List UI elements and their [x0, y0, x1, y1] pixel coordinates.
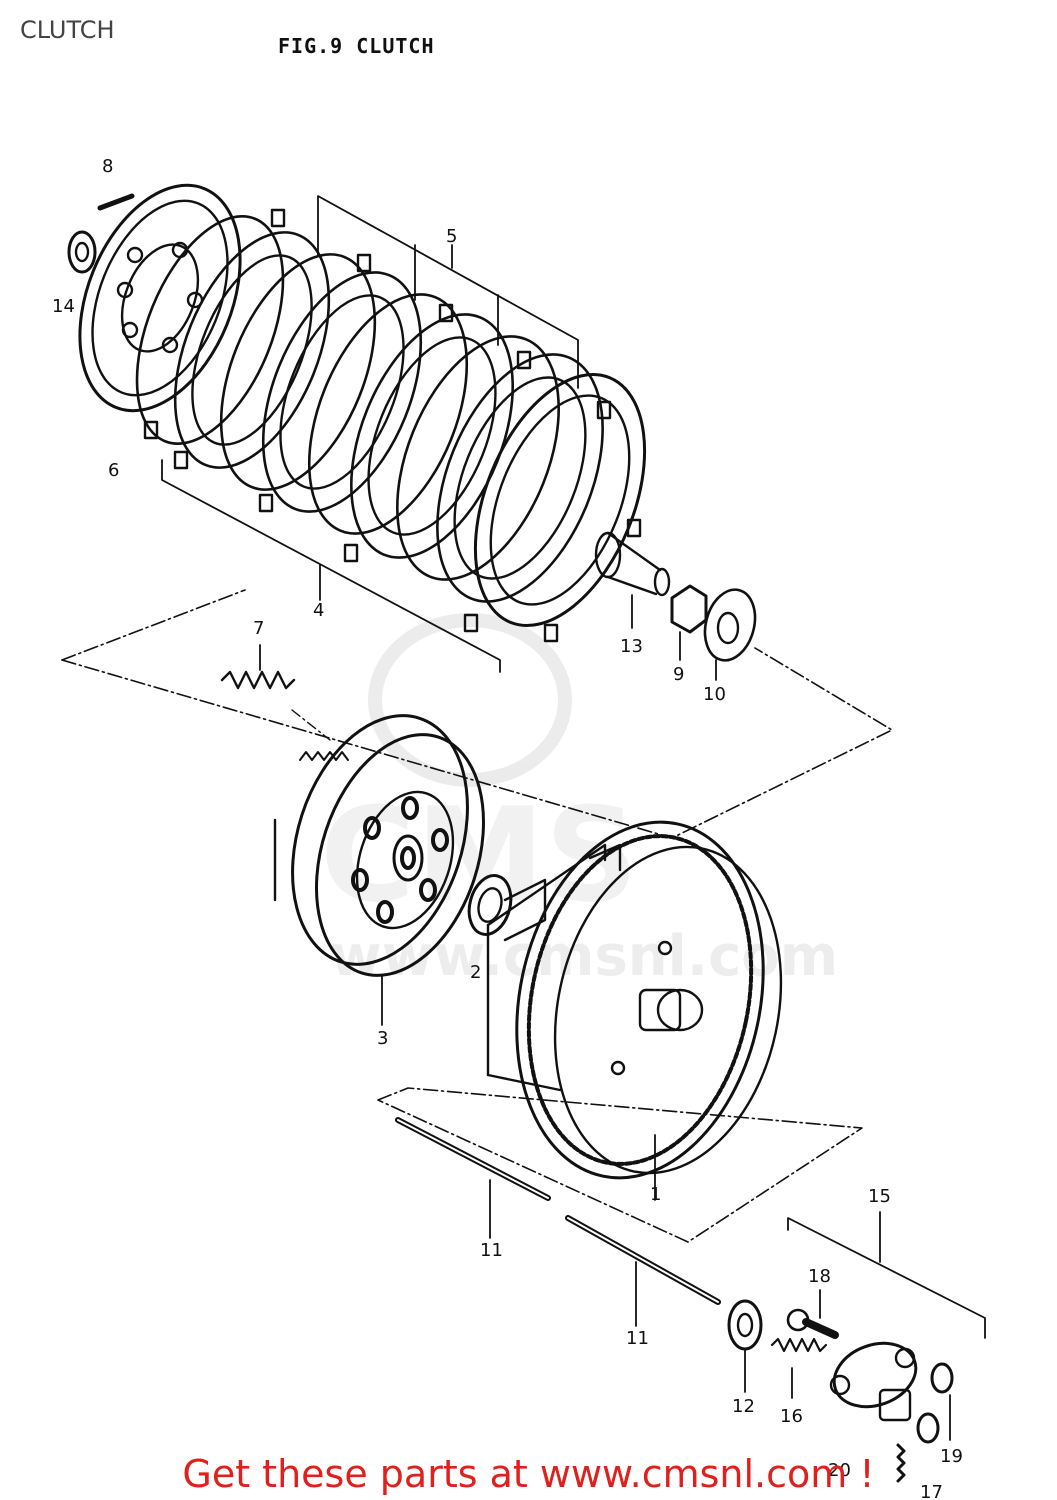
part-17-nut	[916, 1412, 940, 1444]
callout-4: 4	[313, 600, 324, 621]
part-15-release-body	[829, 1341, 918, 1422]
promo-link-text[interactable]: Get these parts at www.cmsnl.com !	[182, 1452, 875, 1496]
callout-9: 9	[673, 664, 684, 685]
part-19-cap	[930, 1362, 954, 1394]
callout-6: 6	[108, 460, 119, 481]
part-13-push-piece	[594, 531, 671, 597]
part-16-bolt	[770, 1337, 828, 1353]
callout-5: 5	[446, 226, 457, 247]
callout-11b: 11	[626, 1328, 649, 1349]
figure-title: FIG.9 CLUTCH	[278, 34, 435, 58]
callout-17: 17	[920, 1482, 943, 1500]
callout-10: 10	[703, 684, 726, 705]
callout-16: 16	[780, 1406, 803, 1427]
part-9-nut	[670, 584, 708, 634]
page-title: CLUTCH	[20, 16, 115, 44]
callout-7: 7	[253, 618, 264, 639]
part-20-screw	[896, 1443, 906, 1483]
part-1-clutch-housing	[486, 820, 783, 1180]
callout-11a: 11	[480, 1240, 503, 1261]
callout-13: 13	[620, 636, 643, 657]
callout-20: 20	[828, 1460, 851, 1481]
callout-8: 8	[102, 156, 113, 177]
part-6-pressure-plate	[78, 183, 242, 413]
callout-1: 1	[650, 1184, 661, 1205]
part-11-push-rods	[395, 1117, 721, 1305]
watermark-url: www.cmsnl.com	[330, 924, 838, 989]
callout-3: 3	[377, 1028, 388, 1049]
part-8-pin	[97, 193, 135, 211]
callout-19: 19	[940, 1446, 963, 1467]
part-14-bearing	[67, 230, 97, 274]
callout-2: 2	[470, 962, 481, 983]
callout-15: 15	[868, 1186, 891, 1207]
part-18-bolt	[786, 1308, 839, 1339]
part-12-oil-seal	[727, 1299, 763, 1351]
clutch-plate-stack	[135, 208, 647, 643]
callout-12: 12	[732, 1396, 755, 1417]
part-10-lock-washer	[703, 588, 757, 662]
callout-labels: 1 2 3 4 5 6 7 8 9 10 11 11 12 13 14 15 1…	[52, 156, 963, 1500]
callout-14: 14	[52, 296, 75, 317]
callout-18: 18	[808, 1266, 831, 1287]
part-3-sleeve-hub	[273, 714, 485, 977]
part-7-spring	[220, 670, 331, 741]
